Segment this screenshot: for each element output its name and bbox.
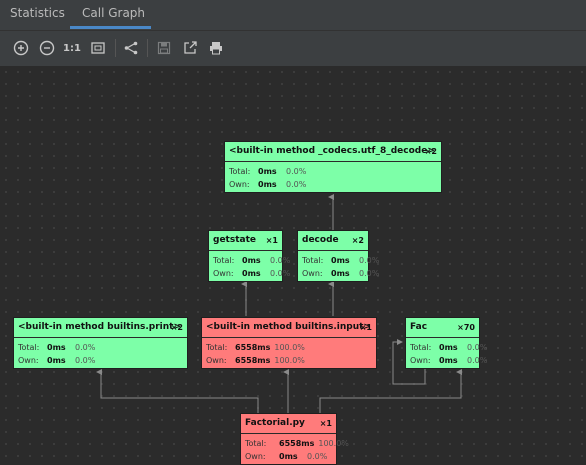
call-count: ×70 [457, 323, 475, 332]
node-name: <built-in method _codecs.utf_8_decode> [229, 146, 435, 156]
total-label: Total: [213, 256, 235, 265]
total-percent: 0.0% [467, 343, 488, 352]
export-icon[interactable] [180, 38, 200, 58]
layout-icon[interactable] [121, 38, 141, 58]
total-label: Total: [18, 343, 40, 352]
node-builtins-input[interactable]: <built-in method builtins.input>×1 Total… [201, 317, 377, 369]
own-label: Own: [245, 452, 266, 461]
total-time: 0ms [331, 256, 350, 265]
own-time: 0ms [439, 356, 458, 365]
tab-statistics[interactable]: Statistics [10, 6, 65, 20]
own-time: 0ms [279, 452, 298, 461]
actual-size-button[interactable]: 1:1 [63, 42, 81, 54]
total-label: Total: [302, 256, 324, 265]
node-codecs-utf8-decode[interactable]: <built-in method _codecs.utf_8_decode>×2… [224, 141, 442, 193]
call-count: ×1 [359, 323, 372, 332]
own-percent: 0.0% [75, 356, 96, 365]
own-percent: 0.0% [286, 180, 307, 189]
graph-toolbar: 1:1 [0, 31, 586, 65]
total-percent: 0.0% [75, 343, 96, 352]
zoom-in-icon[interactable] [11, 38, 31, 58]
own-percent: 0.0% [467, 356, 488, 365]
toolbar-separator [115, 39, 116, 57]
total-label: Total: [410, 343, 432, 352]
own-label: Own: [410, 356, 431, 365]
toolbar-separator [147, 39, 148, 57]
total-time: 6558ms [279, 439, 315, 448]
node-builtins-print[interactable]: <built-in method builtins.print>×2 Total… [13, 317, 188, 369]
node-decode[interactable]: decode ×2 Total: 0ms 0.0% Own: 0ms 0.0% [297, 230, 379, 282]
active-tab-indicator [70, 26, 151, 29]
call-count: ×2 [424, 147, 437, 156]
tab-bar: Statistics Call Graph [0, 0, 586, 31]
own-percent: 0.0% [270, 269, 291, 278]
node-name: getstate [213, 235, 256, 245]
fit-content-icon[interactable] [88, 38, 108, 58]
own-percent: 0.0% [359, 269, 380, 278]
own-time: 0ms [331, 269, 350, 278]
total-time: 0ms [47, 343, 66, 352]
total-percent: 100.0% [318, 439, 349, 448]
total-time: 6558ms [235, 343, 271, 352]
tab-call-graph[interactable]: Call Graph [82, 6, 146, 20]
node-name: decode [302, 235, 339, 245]
total-label: Total: [206, 343, 228, 352]
node-name: Fac [410, 322, 428, 332]
own-time: 0ms [242, 269, 261, 278]
call-count: ×2 [351, 236, 364, 245]
total-label: Total: [245, 439, 267, 448]
call-graph-canvas[interactable] [0, 66, 586, 465]
node-name: <built-in method builtins.print> [18, 322, 181, 332]
call-count: ×2 [170, 323, 183, 332]
total-time: 0ms [242, 256, 261, 265]
own-time: 6558ms [235, 356, 271, 365]
own-label: Own: [213, 269, 234, 278]
zoom-out-icon[interactable] [37, 38, 57, 58]
own-label: Own: [206, 356, 227, 365]
own-percent: 0.0% [307, 452, 328, 461]
node-fac[interactable]: Fac ×70 Total: 0ms 0.0% Own: 0ms 0.0% [405, 317, 487, 369]
total-percent: 0.0% [270, 256, 291, 265]
call-count: ×1 [319, 419, 332, 428]
total-percent: 0.0% [286, 167, 307, 176]
save-icon[interactable] [154, 38, 174, 58]
total-percent: 0.0% [359, 256, 380, 265]
node-getstate[interactable]: getstate ×1 Total: 0ms 0.0% Own: 0ms 0.0% [208, 230, 290, 282]
own-label: Own: [302, 269, 323, 278]
node-name: <built-in method builtins.input> [206, 322, 371, 332]
call-count: ×1 [265, 236, 278, 245]
own-label: Own: [18, 356, 39, 365]
total-percent: 100.0% [274, 343, 305, 352]
own-time: 0ms [258, 180, 277, 189]
node-name: Factorial.py [245, 418, 305, 428]
own-percent: 100.0% [274, 356, 305, 365]
own-time: 0ms [47, 356, 66, 365]
own-label: Own: [229, 180, 250, 189]
total-time: 0ms [258, 167, 277, 176]
print-icon[interactable] [206, 38, 226, 58]
total-time: 0ms [439, 343, 458, 352]
total-label: Total: [229, 167, 251, 176]
